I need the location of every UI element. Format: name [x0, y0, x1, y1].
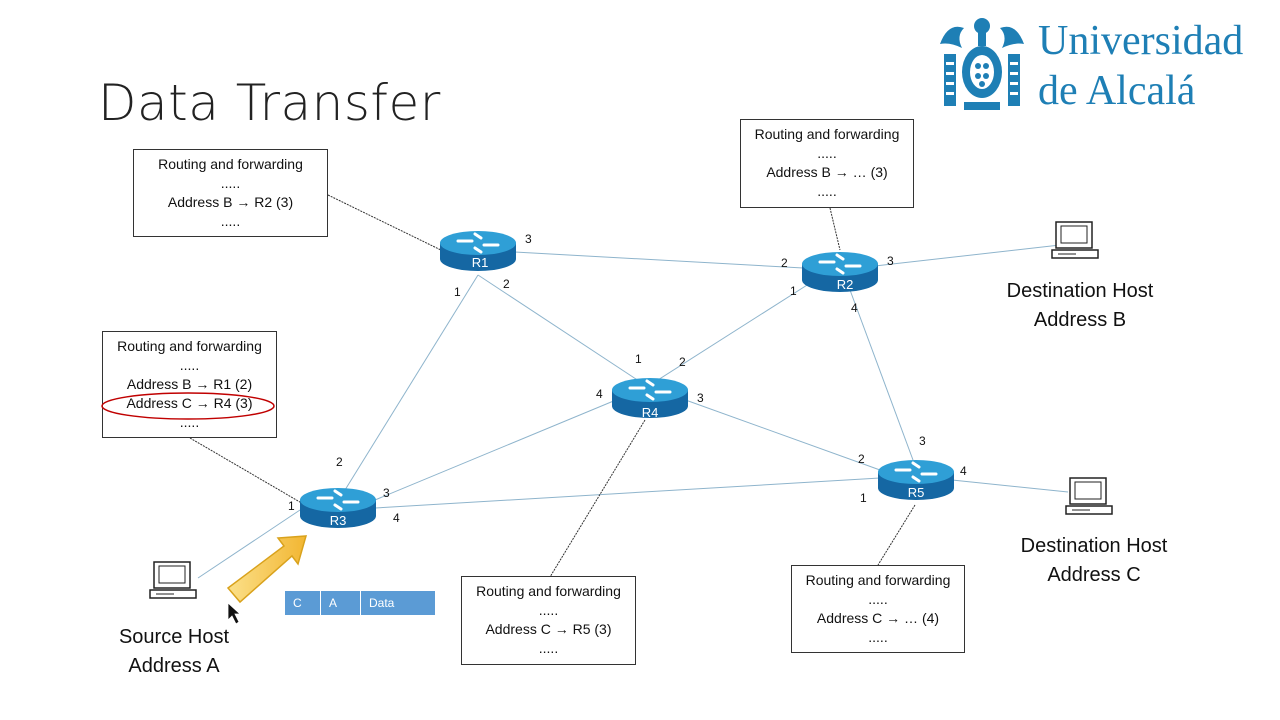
- routing-table-r3: Routing and forwarding ..... Address B →…: [102, 331, 277, 438]
- host-label-line: Destination Host: [1020, 535, 1168, 557]
- highlight-ellipse: [101, 392, 275, 420]
- packet-field-data: Data: [361, 591, 435, 615]
- routing-table-entry: Address C → R5 (3): [485, 621, 612, 637]
- routing-table-heading: Routing and forwarding: [158, 156, 303, 172]
- link-r3-r4: [374, 394, 629, 501]
- link-r2-r5: [849, 289, 914, 461]
- mouse-cursor-icon: [227, 602, 242, 625]
- port-r4-2: 2: [679, 355, 686, 369]
- routing-table-entry: Address B → R2 (3): [167, 194, 294, 210]
- router-r5[interactable]: R5: [878, 460, 954, 500]
- host-label-line: Source Host: [118, 626, 230, 648]
- port-r3-3: 3: [383, 486, 390, 500]
- link-r1-r2: [477, 249, 841, 271]
- logo-text-line1: Universidad: [1038, 18, 1244, 64]
- port-r4-1: 1: [635, 352, 642, 366]
- port-r2-4: 4: [851, 301, 858, 315]
- host-label-line: Destination Host: [1006, 280, 1154, 302]
- port-r5-2: 2: [858, 452, 865, 466]
- slide-title: Data Transfer: [98, 74, 441, 132]
- port-r4-3: 3: [697, 391, 704, 405]
- link-r1-r3: [344, 274, 479, 491]
- leader-r3-table: [189, 437, 306, 506]
- routing-table-entry-highlighted: Address C → R4 (3): [126, 395, 253, 411]
- host-label-line: Address B: [1033, 309, 1127, 331]
- routing-table-r1: Routing and forwarding ..... Address B →…: [133, 149, 328, 237]
- host-computer-c-icon[interactable]: [1065, 477, 1113, 515]
- link-r2-r4: [649, 279, 816, 386]
- host-computer-a-icon[interactable]: [149, 561, 197, 599]
- host-label-source: Source Host Address A: [104, 623, 244, 681]
- router-r1-label: R1: [472, 255, 489, 270]
- packet-field-destination: C: [285, 591, 321, 615]
- host-label-line: Address A: [128, 655, 220, 677]
- router-r4[interactable]: R4: [612, 378, 688, 420]
- leader-r4-table: [549, 419, 646, 578]
- routing-table-entry: .....: [538, 602, 559, 618]
- data-packet: C A Data: [285, 591, 435, 615]
- router-r3[interactable]: R3: [300, 488, 376, 528]
- port-r1-1: 1: [454, 285, 461, 299]
- routing-table-entry: .....: [868, 591, 888, 607]
- leader-r1-table: [327, 194, 446, 253]
- port-r3-4: 4: [393, 511, 400, 525]
- routing-table-heading: Routing and forwarding: [754, 126, 900, 142]
- host-label-destination-c: Destination Host Address C: [1004, 532, 1184, 590]
- link-r1-r4: [477, 274, 646, 386]
- routing-table-entry: Address B → … (3): [766, 164, 888, 180]
- routing-table-entry: Address C → … (4): [816, 610, 940, 626]
- routing-table-entry: .....: [817, 183, 837, 199]
- port-r1-2: 2: [503, 277, 510, 291]
- logo-text-line2: de Alcalá: [1038, 68, 1196, 114]
- router-r5-label: R5: [908, 485, 925, 500]
- routing-table-entry: .....: [220, 213, 241, 229]
- port-r5-3: 3: [919, 434, 926, 448]
- routing-table-r5: Routing and forwarding ..... Address C →…: [791, 565, 965, 653]
- routing-table-entry: .....: [538, 640, 559, 656]
- link-r2-host-b: [874, 244, 1061, 267]
- leader-r5-table: [877, 504, 916, 566]
- link-r5-host-c: [951, 479, 1069, 493]
- link-r4-r5: [679, 397, 881, 471]
- port-r2-1: 1: [790, 284, 797, 298]
- port-r3-2: 2: [336, 455, 343, 469]
- host-computer-b-icon[interactable]: [1051, 221, 1099, 259]
- university-logo: Universidad de Alcalá: [934, 14, 1264, 114]
- router-r4-label: R4: [642, 405, 659, 420]
- port-r4-4: 4: [596, 387, 603, 401]
- host-label-line: Address C: [1047, 564, 1141, 586]
- leader-r2-table: [829, 207, 841, 251]
- routing-table-entry: .....: [817, 145, 837, 161]
- router-r3-label: R3: [330, 513, 347, 528]
- routing-table-heading: Routing and forwarding: [805, 572, 951, 588]
- routing-table-r2: Routing and forwarding ..... Address B →…: [740, 119, 914, 208]
- routing-table-heading: Routing and forwarding: [476, 583, 621, 599]
- port-r5-4: 4: [960, 464, 967, 478]
- routing-table-entry: .....: [179, 357, 200, 373]
- routing-table-entry: .....: [220, 175, 241, 191]
- link-r3-host-a: [197, 509, 301, 579]
- packet-arrow-icon: [226, 535, 308, 604]
- crest-icon: [940, 18, 1024, 110]
- routing-table-r4: Routing and forwarding ..... Address C →…: [461, 576, 636, 665]
- port-r5-1: 1: [860, 491, 867, 505]
- routing-table-entry: Address B → R1 (2): [126, 376, 253, 392]
- link-r3-r5: [374, 477, 881, 509]
- router-r1[interactable]: R1: [440, 231, 516, 271]
- port-r2-2: 2: [781, 256, 788, 270]
- host-label-destination-b: Destination Host Address B: [990, 277, 1170, 335]
- packet-field-source: A: [321, 591, 361, 615]
- router-r2-label: R2: [837, 277, 854, 292]
- router-r2[interactable]: R2: [802, 252, 878, 292]
- routing-table-entry: .....: [179, 414, 200, 430]
- port-r3-1: 1: [288, 499, 295, 513]
- routing-table-heading: Routing and forwarding: [117, 338, 262, 354]
- port-r1-3: 3: [525, 232, 532, 246]
- routing-table-entry: .....: [868, 629, 888, 645]
- port-r2-3: 3: [887, 254, 894, 268]
